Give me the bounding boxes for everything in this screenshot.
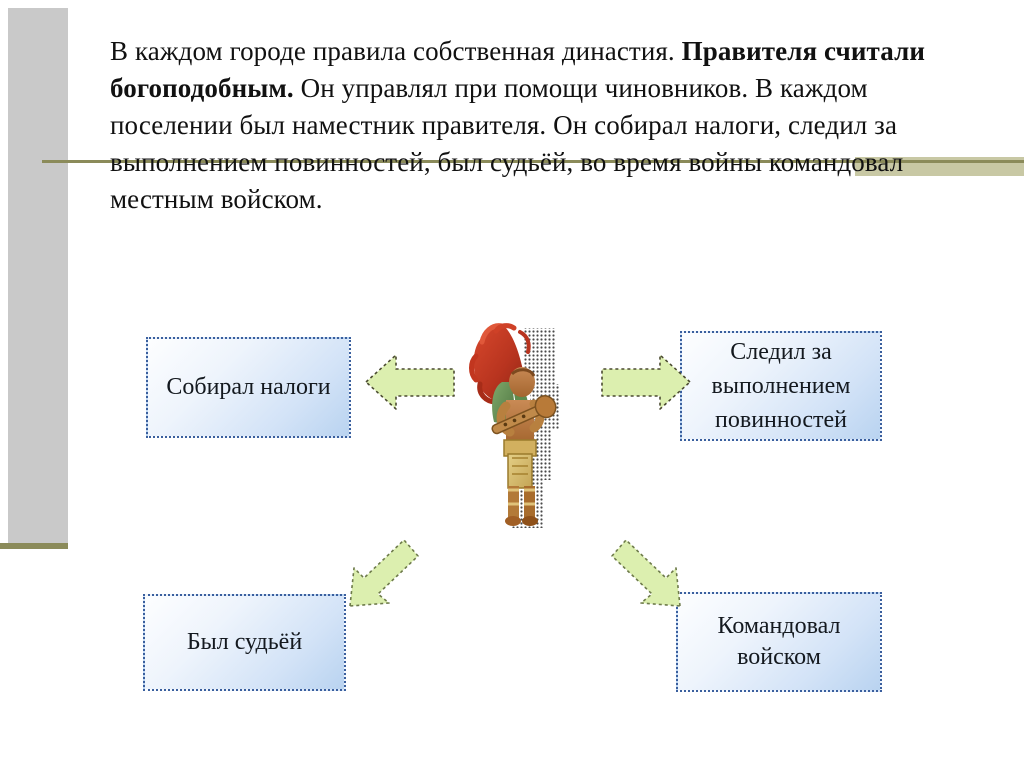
node-commanded-army[interactable]: Командовал войском [676,592,882,692]
decorative-horizontal-rule [42,160,1024,163]
node-collected-taxes[interactable]: Собирал налоги [146,337,351,438]
node-label: Собирал налоги [166,374,331,400]
arrow-down-right-icon [608,536,686,612]
ruler-illustration [468,322,572,534]
paragraph-part-one: В каждом городе правила собственная дина… [110,36,682,66]
paragraph-bold-clause: Правителя считали богоподобным. [110,36,925,103]
decorative-rule-overlap [855,160,1024,163]
node-label: Следил за выполнением повинностей [711,339,851,433]
arrow-down-left-icon [344,536,422,612]
paragraph-part-two: Он управлял при помощи чиновников. В каж… [110,73,904,214]
decorative-sidebar [8,8,68,543]
node-label: Командовал войском [717,613,841,670]
node-was-judge[interactable]: Был судьёй [143,594,346,691]
node-label: Был судьёй [186,629,303,655]
body-paragraph: В каждом городе правила собственная дина… [110,33,925,218]
decorative-sidebar-footer [0,543,68,549]
arrow-right-icon [598,349,694,415]
arrow-left-icon [362,349,458,415]
node-supervised-duties[interactable]: Следил за выполнением повинностей [680,331,882,441]
